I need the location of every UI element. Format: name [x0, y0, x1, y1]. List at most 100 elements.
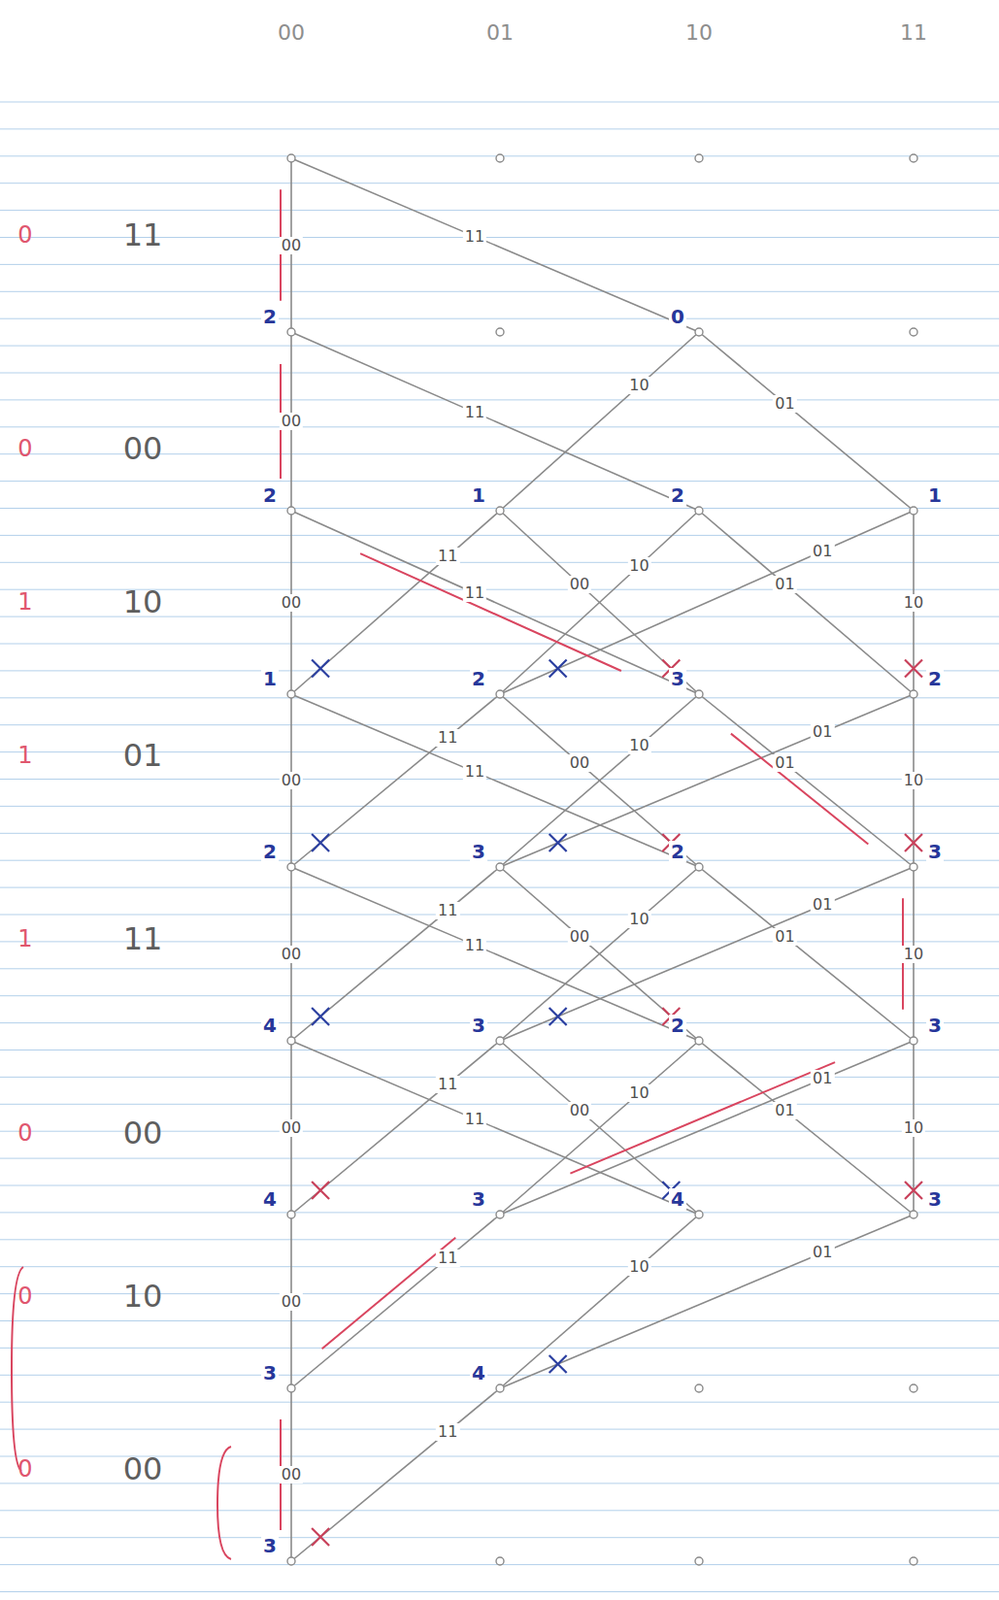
branch-output: 10 [627, 910, 651, 929]
state-dot [909, 690, 918, 699]
ruled-line [0, 643, 999, 645]
state-label: 00 [275, 21, 307, 45]
ruled-line [0, 372, 999, 374]
ruled-line [0, 914, 999, 916]
branch-output: 00 [279, 945, 303, 964]
path-metric: 3 [926, 1188, 944, 1210]
trellis-branch [699, 694, 914, 867]
trellis-branch [699, 332, 914, 511]
branch-output: 10 [901, 771, 926, 790]
state-dot [287, 1557, 296, 1566]
branch-output: 10 [901, 1119, 926, 1137]
state-dot [496, 154, 504, 163]
state-dot [287, 1384, 296, 1393]
survivor-path [280, 189, 903, 1531]
state-dot [909, 506, 918, 515]
trellis-branch [499, 866, 914, 1041]
branch-output: 01 [772, 395, 797, 413]
branch-output: 01 [810, 723, 834, 741]
decoded-bit: 0 [15, 1456, 34, 1482]
path-metric: 2 [926, 667, 944, 690]
state-dot [909, 1036, 918, 1045]
trellis-branch [499, 332, 700, 511]
ruled-line [0, 724, 999, 726]
ruled-line [0, 1185, 999, 1187]
branch-output: 00 [567, 1101, 592, 1120]
path-metric: 3 [469, 840, 488, 863]
ruled-line [0, 1509, 999, 1511]
trellis-branch [291, 158, 700, 333]
state-dot [909, 154, 918, 163]
branch-output: 11 [435, 547, 460, 566]
path-metric: 3 [926, 840, 944, 863]
branch-output: 11 [435, 729, 460, 747]
ruled-line [0, 399, 999, 400]
state-dot [695, 154, 703, 163]
trellis-branch [499, 510, 700, 695]
state-dot [909, 1210, 918, 1219]
survivor-stroke [731, 733, 868, 845]
state-dot [909, 328, 918, 336]
path-metric: 4 [668, 1188, 687, 1210]
state-dot [287, 154, 296, 163]
state-dot [496, 328, 504, 336]
received-bits: 00 [121, 1116, 166, 1150]
received-bits: 11 [121, 922, 166, 956]
ruled-line [0, 562, 999, 564]
ruled-line [0, 1158, 999, 1160]
trellis-branch [291, 866, 500, 1041]
branch-output: 11 [463, 936, 487, 955]
received-bits: 11 [121, 218, 166, 252]
branch-output: 11 [463, 403, 487, 422]
branch-output: 11 [463, 763, 487, 781]
state-dot [496, 1557, 504, 1566]
bracket [217, 1446, 232, 1560]
branch-output: 10 [627, 736, 651, 755]
state-dot [695, 506, 703, 515]
state-dot [496, 506, 504, 515]
state-dot [695, 1557, 703, 1566]
trellis-branch [291, 1040, 700, 1215]
state-dot [287, 1036, 296, 1045]
state-dot [496, 863, 504, 871]
received-bits: 00 [121, 432, 166, 466]
trellis-branch [291, 1214, 500, 1389]
ruled-line [0, 345, 999, 347]
branch-output: 01 [810, 542, 834, 561]
decoded-bit: 0 [15, 1283, 34, 1309]
branch-output: 01 [772, 1101, 797, 1120]
path-metric: 4 [261, 1188, 279, 1210]
trellis-branch [499, 1040, 914, 1215]
branch-output: 00 [567, 754, 592, 772]
branch-output: 00 [279, 412, 303, 431]
trellis-branch [499, 510, 914, 695]
ruled-line [0, 480, 999, 482]
trellis-branch [499, 866, 700, 1041]
trellis-branch [699, 1040, 914, 1215]
decoded-bit: 0 [15, 435, 34, 462]
ruled-line [0, 967, 999, 969]
ruled-line [0, 182, 999, 184]
state-dot [287, 690, 296, 699]
decoded-bit: 1 [15, 926, 34, 952]
ruled-line [0, 1429, 999, 1431]
path-metric: 2 [261, 840, 279, 863]
state-dot [496, 1210, 504, 1219]
decoded-bit: 0 [15, 1120, 34, 1146]
ruled-line [0, 860, 999, 862]
branch-output: 00 [567, 575, 592, 594]
path-metric: 3 [469, 1188, 488, 1210]
branch-output: 11 [463, 228, 487, 246]
ruled-line [0, 1536, 999, 1538]
path-metric: 4 [469, 1362, 488, 1384]
branch-output: 10 [627, 1084, 651, 1102]
state-dot [695, 863, 703, 871]
path-metric: 1 [926, 484, 944, 506]
ruled-line [0, 1265, 999, 1267]
ruled-line [0, 1049, 999, 1051]
received-bits: 00 [121, 1452, 166, 1486]
state-dot [909, 1557, 918, 1566]
trellis-branch [699, 510, 914, 695]
decoded-bit: 1 [15, 589, 34, 615]
ruled-line [0, 1591, 999, 1593]
